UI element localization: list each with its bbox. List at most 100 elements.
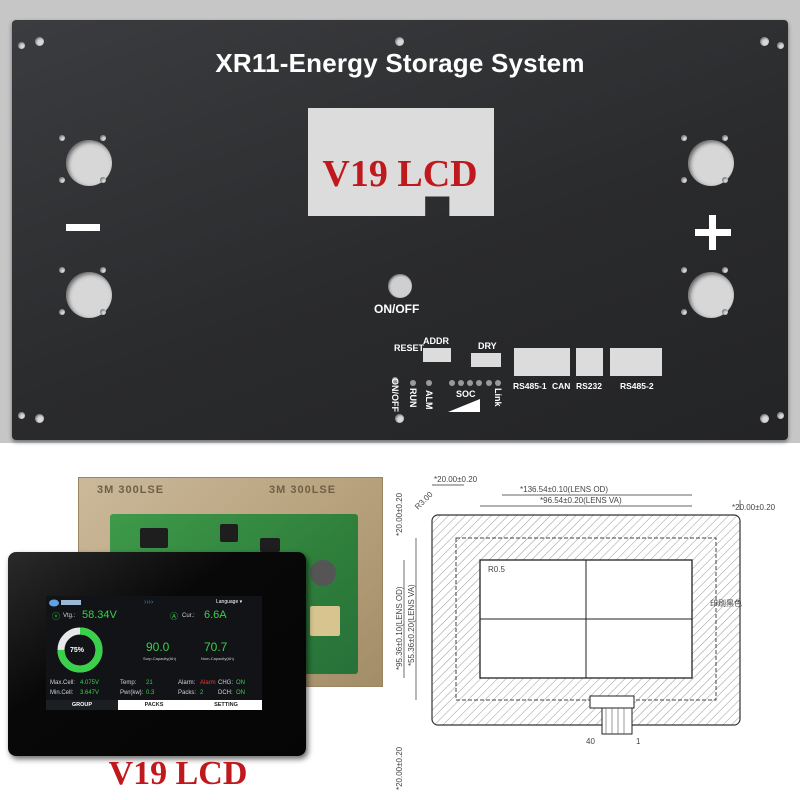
link-indicator-label: Link: [493, 388, 503, 407]
current-icon: Ⓐ: [170, 612, 178, 621]
rs485-1-can-port: [514, 348, 570, 376]
max-cell-label: Max.Cell:: [50, 680, 76, 686]
tab-group[interactable]: GROUP: [46, 700, 118, 710]
rs232-label: RS232: [576, 381, 602, 391]
chg-label: CHG:: [218, 680, 233, 686]
rs485-1-label: RS485-1: [513, 381, 547, 391]
dim-top-right: *20.00±0.20: [732, 503, 776, 512]
soc-percent: 75%: [70, 647, 85, 654]
temp-value: 21: [146, 680, 153, 686]
fpc-tail: [601, 707, 633, 735]
terminal-screw-hole: [681, 135, 687, 141]
terminal-screw-hole: [681, 177, 687, 183]
language-selector[interactable]: Language ▾: [216, 599, 243, 605]
soc-ramp-icon: [448, 399, 480, 412]
temp-label: Temp:: [120, 680, 137, 686]
rs485-2-port: [610, 348, 662, 376]
remaining-capacity-label: Surp-Capacity(Ah): [143, 656, 176, 661]
dim-inner-width: *96.54±0.20(LENS VA): [540, 496, 622, 505]
pin-start: 40: [586, 737, 595, 746]
addr-switch-cutout: [423, 348, 451, 362]
nominal-capacity-value: 70.7: [204, 640, 228, 654]
onoff-led: [392, 377, 398, 383]
mounting-hole: [35, 414, 44, 423]
alarm-value: Alarm: [200, 680, 216, 686]
terminal-screw-hole: [59, 135, 65, 141]
terminal-screw-hole: [59, 309, 65, 315]
tab-setting[interactable]: SETTING: [214, 702, 238, 708]
power-value: 0.3: [146, 690, 155, 696]
can-label: CAN: [552, 381, 571, 391]
mounting-hole: [777, 412, 784, 419]
alarm-label: Alarm:: [178, 680, 196, 686]
product-label: V19 LCD: [108, 755, 248, 792]
rs485-2-label: RS485-2: [620, 381, 654, 391]
packs-value: 2: [200, 690, 204, 696]
mounting-hole: [395, 414, 404, 423]
tape-marking: 3M 300LSE: [97, 484, 165, 496]
min-cell-value: 3.647V: [80, 690, 100, 696]
mounting-hole: [18, 412, 25, 419]
lcd-dimension-drawing: *20.00±0.20 *136.54±0.10(LENS OD) *96.54…: [395, 475, 776, 790]
power-label: ON/OFF: [374, 302, 420, 316]
brand-logo-icon: [49, 599, 81, 607]
packs-label: Packs:: [178, 690, 197, 696]
terminal-screw-hole: [681, 267, 687, 273]
mounting-hole: [760, 414, 769, 423]
power-label: Pwr(kw):: [120, 690, 144, 696]
plus-sign-icon-vertical: [709, 215, 716, 250]
current-value: 6.6A: [204, 609, 227, 621]
dch-label: DCH:: [218, 690, 233, 696]
run-indicator-label: RUN: [408, 388, 418, 408]
minus-sign-icon: [66, 224, 100, 231]
dim-left-bottom: *20.00±0.20: [395, 746, 404, 790]
terminal-screw-hole: [722, 267, 728, 273]
voltage-value: 58.34V: [82, 609, 117, 621]
voltage-label: Vtg.:: [63, 613, 76, 619]
terminal-screw-hole: [722, 177, 728, 183]
pcb-chip: [140, 528, 168, 548]
lcd-screen: ›››› Language ▾ ⓥ Vtg.: 58.34V Ⓐ Cur.: 6…: [46, 596, 262, 710]
tab-packs[interactable]: PACKS: [144, 702, 164, 708]
lcd-cutout: [308, 108, 494, 216]
power-button-hole[interactable]: [388, 274, 412, 298]
terminal-screw-hole: [681, 309, 687, 315]
dim-left-top: *20.00±0.20: [395, 492, 404, 536]
terminal-screw-hole: [100, 309, 106, 315]
dim-top-left: *20.00±0.20: [434, 475, 478, 484]
pcb-chip: [220, 524, 238, 542]
run-led: [410, 380, 416, 386]
dim-left-inner: *55.36±0.20(LENS VA): [407, 584, 416, 666]
alm-indicator-label: ALM: [424, 390, 434, 410]
side-note: 印刷黑色: [710, 598, 742, 608]
soc-led: [449, 380, 455, 386]
terminal-screw-hole: [722, 309, 728, 315]
link-led: [495, 380, 501, 386]
pcb-chip: [260, 538, 280, 552]
dim-radius: R3.00: [413, 490, 435, 512]
chg-value: ON: [236, 680, 245, 686]
soc-ring-gauge: [57, 627, 103, 673]
dch-value: ON: [236, 690, 245, 696]
dim-outer-width: *136.54±0.10(LENS OD): [520, 485, 608, 494]
terminal-screw-hole: [100, 267, 106, 273]
dry-contact-cutout: [471, 353, 501, 367]
pin-end: 1: [636, 737, 641, 746]
terminal-screw-hole: [100, 177, 106, 183]
page-arrows: ››››: [144, 599, 154, 606]
addr-label: ADDR: [423, 336, 449, 346]
soc-led: [458, 380, 464, 386]
mounting-hole: [395, 37, 404, 46]
min-cell-label: Min.Cell:: [50, 690, 74, 696]
dry-label: DRY: [478, 341, 497, 351]
dim-left-outer: *95.36±0.10(LENS OD): [395, 586, 404, 670]
soc-led: [476, 380, 482, 386]
lcd-tab-bar: GROUP PACKS SETTING: [46, 700, 262, 710]
rs232-port: [576, 348, 603, 376]
fpc-connector: [589, 695, 635, 709]
tape-marking: 3M 300LSE: [269, 484, 337, 496]
soc-label: SOC: [456, 389, 476, 399]
pcb-buzzer: [310, 560, 336, 586]
panel-title: XR11-Energy Storage System: [215, 48, 585, 78]
terminal-screw-hole: [59, 177, 65, 183]
